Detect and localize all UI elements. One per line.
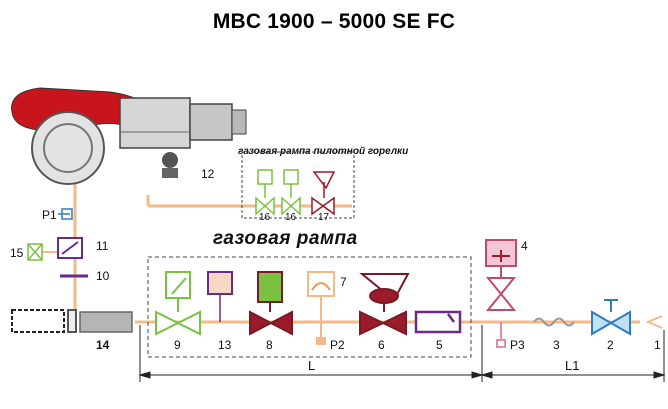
label-16b: 16	[285, 212, 297, 223]
label-17: 17	[318, 212, 330, 223]
pipes	[73, 165, 640, 324]
valve-8	[249, 271, 293, 336]
pressure-switch-p1	[58, 208, 73, 220]
label-5: 5	[436, 338, 443, 352]
label-7: 7	[340, 275, 347, 289]
label-8: 8	[266, 338, 273, 352]
burner	[11, 87, 247, 185]
diagram-title: MBC 1900 – 5000 SE FC	[212, 10, 456, 33]
label-15: 15	[10, 246, 24, 260]
flex-joint-3	[533, 317, 575, 327]
label-p2: P2	[330, 338, 345, 352]
device-15	[27, 243, 58, 261]
label-14: 14	[96, 338, 110, 352]
pilot-valve-16b	[281, 169, 301, 216]
pressure-switch-13	[207, 271, 233, 322]
label-1: 1	[654, 338, 661, 352]
filter-5	[414, 310, 462, 334]
label-13: 13	[218, 338, 232, 352]
gas-inlet-arrow	[645, 315, 663, 329]
flexible-connector	[11, 309, 77, 333]
label-12: 12	[201, 167, 215, 181]
pilot-ramp	[241, 151, 355, 219]
label-p1: P1	[42, 208, 57, 222]
label-L: L	[308, 358, 316, 373]
label-9: 9	[174, 338, 181, 352]
filter-14	[79, 311, 133, 333]
gas-ramp-box	[147, 256, 472, 358]
valve-4	[485, 239, 517, 311]
label-L1: L1	[565, 358, 580, 373]
dimension-lines	[138, 325, 666, 382]
label-4: 4	[521, 239, 528, 253]
label-p3: P3	[510, 338, 525, 352]
label-16a: 16	[259, 212, 271, 223]
label-3: 3	[553, 338, 560, 352]
valve-2	[591, 299, 631, 336]
pilot-regulator-17	[311, 171, 336, 216]
gauge-7	[307, 271, 335, 345]
label-6: 6	[378, 338, 385, 352]
label-11: 11	[96, 239, 109, 253]
regulator-6	[359, 273, 410, 336]
valve-11	[57, 237, 83, 259]
gas-ramp-caption: газовая рампа	[213, 228, 358, 249]
valve-9	[155, 271, 201, 336]
test-point-p3	[496, 322, 506, 348]
pilot-valve-16a	[255, 169, 275, 216]
label-10: 10	[96, 269, 110, 283]
label-2: 2	[607, 338, 614, 352]
